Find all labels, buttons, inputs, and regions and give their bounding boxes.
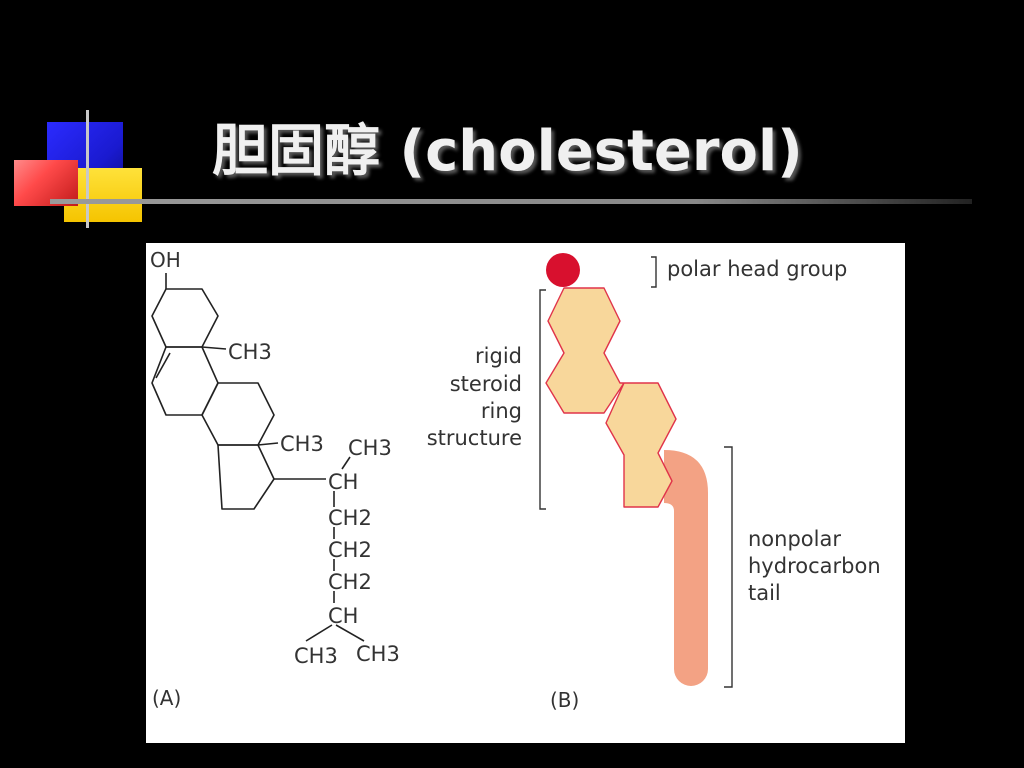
cholesterol-figure: OH CH3 CH3 CH3 CH CH2 CH2 CH2 CH CH3 CH3… xyxy=(146,243,905,743)
ring-d xyxy=(217,444,275,510)
panel-a-structure xyxy=(151,273,365,642)
atom-ch3-ring-c: CH3 xyxy=(280,432,324,456)
steroid-ring-shape xyxy=(545,287,677,508)
atom-ch2-1: CH2 xyxy=(328,506,372,530)
panel-a-label: (A) xyxy=(152,686,181,710)
panel-b-label: (B) xyxy=(550,688,579,712)
ring-label-line-1: rigid xyxy=(475,344,522,368)
decor-red-square xyxy=(14,160,78,206)
panel-a-atom-labels: OH CH3 CH3 CH3 CH CH2 CH2 CH2 CH CH3 CH3… xyxy=(150,248,400,710)
panel-b-labels: polar head group rigid steroid ring stru… xyxy=(427,257,881,712)
atom-ch-1: CH xyxy=(328,470,358,494)
atom-ch3-branch: CH3 xyxy=(348,436,392,460)
head-bracket xyxy=(651,256,657,288)
slide-title: 胆固醇 (cholesterol) xyxy=(212,119,803,184)
branch-methyl-bond xyxy=(341,456,351,470)
tail-label-line-3: tail xyxy=(748,581,781,605)
atom-ch3-end-right: CH3 xyxy=(356,642,400,666)
ring-label-line-2: steroid xyxy=(450,372,522,396)
figure-svg: OH CH3 CH3 CH3 CH CH2 CH2 CH2 CH CH3 CH3… xyxy=(150,248,881,712)
polar-head-label: polar head group xyxy=(667,257,847,281)
decor-vertical-line xyxy=(86,110,89,228)
ring-label-line-3: ring xyxy=(481,399,522,423)
double-bond xyxy=(155,352,171,379)
hydrocarbon-tail xyxy=(664,450,708,686)
title-underline xyxy=(50,199,972,204)
atom-ch2-2: CH2 xyxy=(328,538,372,562)
atom-ch3-end-left: CH3 xyxy=(294,644,338,668)
methyl-bond-cd xyxy=(257,442,279,446)
atom-oh: OH xyxy=(150,248,181,272)
ring-bracket xyxy=(539,289,546,510)
end-bond-right xyxy=(335,624,365,642)
panel-b-schematic xyxy=(545,253,708,686)
end-bond-left xyxy=(305,624,333,642)
ring-label-line-4: structure xyxy=(427,426,522,450)
tail-label-line-1: nonpolar xyxy=(748,527,841,551)
tail-bracket xyxy=(724,446,733,688)
ring-c xyxy=(201,382,275,446)
panel-b-brackets xyxy=(539,256,733,688)
tail-label-line-2: hydrocarbon xyxy=(748,554,881,578)
ring-a xyxy=(151,288,219,348)
methyl-bond-ab xyxy=(201,346,227,350)
polar-head-circle xyxy=(546,253,580,287)
atom-ch2-3: CH2 xyxy=(328,570,372,594)
ring-b xyxy=(151,346,219,416)
atom-ch-2: CH xyxy=(328,604,358,628)
atom-ch3-ring-a: CH3 xyxy=(228,340,272,364)
